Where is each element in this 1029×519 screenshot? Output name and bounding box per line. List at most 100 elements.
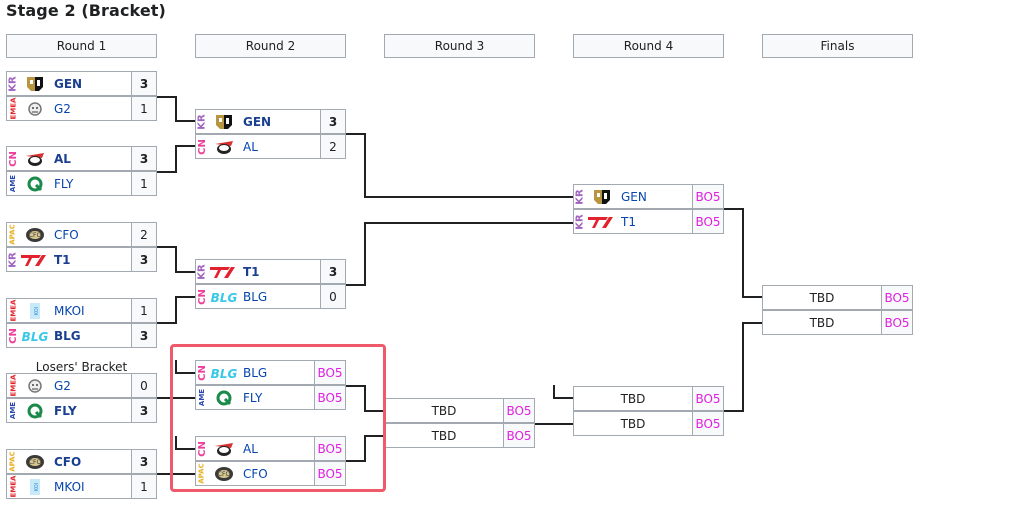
connector-r1m3 <box>157 246 195 273</box>
team-name[interactable]: FLY <box>243 390 263 405</box>
svg-text:CFO: CFO <box>29 459 42 466</box>
team-name[interactable]: AL <box>243 441 258 456</box>
gen-logo-icon <box>587 185 617 208</box>
match-slot[interactable]: KR GEN BO5 <box>573 184 724 209</box>
team-name[interactable]: CFO <box>243 466 268 481</box>
team-name[interactable]: T1 <box>621 214 636 229</box>
team-name: TBD <box>809 290 835 305</box>
team-name[interactable]: G2 <box>54 101 71 116</box>
team-name: TBD <box>431 428 457 443</box>
team-name[interactable]: BLG <box>54 328 81 343</box>
match-slot[interactable]: EMEA G2 0 <box>6 373 157 398</box>
connector-r2m2 <box>346 222 573 286</box>
connector-r1m6-drop <box>175 436 195 450</box>
team-name[interactable]: AL <box>54 151 71 166</box>
al-logo-icon <box>20 147 50 170</box>
team-name[interactable]: MKOI <box>54 479 85 494</box>
round-header-1: Round 1 <box>6 34 157 58</box>
al-logo-icon <box>209 437 239 460</box>
fly-logo-icon <box>20 399 50 422</box>
fly-logo-icon <box>209 386 239 409</box>
cfo-logo-icon: CFO <box>20 450 50 473</box>
page-title: Stage 2 (Bracket) <box>6 1 166 20</box>
region-badge: AME <box>9 401 18 420</box>
score: 3 <box>131 399 156 422</box>
team-name[interactable]: GEN <box>621 189 647 204</box>
connector-r4-drop <box>553 385 573 399</box>
team-name: TBD <box>620 416 646 431</box>
score: 1 <box>131 475 156 498</box>
series-format: BO5 <box>692 185 723 208</box>
match-slot[interactable]: AME FLY 3 <box>6 397 157 423</box>
region-badge: EMEA <box>9 374 18 397</box>
connector-r2m1 <box>346 133 573 198</box>
score: 0 <box>320 285 345 308</box>
score: 1 <box>131 299 156 322</box>
gen-logo-icon <box>20 72 50 95</box>
team-name[interactable]: GEN <box>54 76 83 91</box>
region-badge: KR <box>7 75 19 92</box>
team-name[interactable]: FLY <box>54 403 77 418</box>
score: 1 <box>131 172 156 195</box>
fly-logo-icon <box>20 172 50 195</box>
team-name[interactable]: CFO <box>54 227 79 242</box>
blg-logo-icon: BLG <box>209 285 239 308</box>
team-name[interactable]: G2 <box>54 378 71 393</box>
team-name[interactable]: GEN <box>243 114 272 129</box>
team-name[interactable]: FLY <box>54 176 74 191</box>
score: 3 <box>131 248 156 271</box>
al-logo-icon <box>209 135 239 158</box>
region-badge: KR <box>574 188 586 205</box>
region-badge: CN <box>196 138 208 155</box>
cfo-logo-icon: CFO <box>209 462 239 485</box>
series-format: BO5 <box>503 424 534 447</box>
team-name: TBD <box>431 403 457 418</box>
match-slot[interactable]: TBD BO5 <box>384 422 535 448</box>
connector-r2m4 <box>346 435 384 462</box>
score: 0 <box>131 374 156 397</box>
team-name[interactable]: CFO <box>54 454 82 469</box>
team-name[interactable]: AL <box>243 139 258 154</box>
team-name[interactable]: T1 <box>243 264 260 279</box>
mkoi-logo-icon: KOI <box>20 299 50 322</box>
team-name[interactable]: BLG <box>243 365 268 380</box>
score: 3 <box>320 110 345 133</box>
region-badge: CN <box>7 150 19 167</box>
team-name[interactable]: MKOI <box>54 303 85 318</box>
region-badge: CN <box>196 288 208 305</box>
series-format: BO5 <box>692 210 723 233</box>
team-name[interactable]: BLG <box>243 289 268 304</box>
team-name[interactable]: T1 <box>54 252 71 267</box>
svg-text:CFO: CFO <box>218 471 231 478</box>
